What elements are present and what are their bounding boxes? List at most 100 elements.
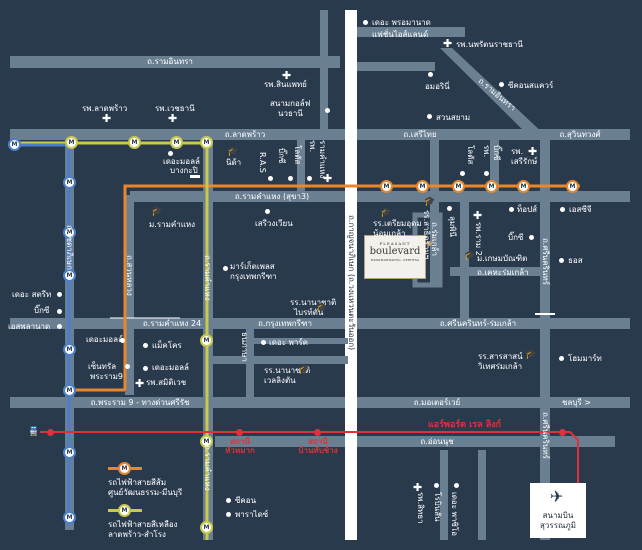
place-label: บิ๊กซี bbox=[34, 306, 50, 315]
station-label: บ้านทับช้าง bbox=[298, 446, 338, 455]
place-label: สนามกอล์ฟ bbox=[270, 99, 311, 108]
dot-icon bbox=[57, 292, 62, 297]
metro-station-icon: M bbox=[452, 180, 465, 193]
airport-line1: สนามบิน bbox=[542, 511, 574, 520]
place-label: พาราไดซ์ bbox=[235, 510, 269, 519]
road-v-4 bbox=[440, 450, 448, 540]
place-label: ไบรท์ตัน bbox=[294, 308, 324, 317]
place-label: กรุงเทพกรีฑา bbox=[230, 272, 277, 281]
dot-icon bbox=[125, 364, 130, 369]
place-label: เดอะ พรอมานาด bbox=[372, 18, 431, 27]
metro-station-icon: M bbox=[200, 136, 213, 149]
metro-station-icon: M bbox=[170, 136, 183, 149]
place-label: อมอรินี่ bbox=[425, 82, 450, 91]
metro-station-icon: M bbox=[200, 521, 213, 534]
road-label-ramintra: ถ.รามอินทรา bbox=[147, 57, 193, 66]
place-label: เดอะมอลล์ bbox=[86, 335, 123, 344]
logo-top: PLEASANT bbox=[379, 241, 411, 246]
dot-icon bbox=[434, 483, 439, 488]
metro-station-icon: M bbox=[63, 343, 76, 356]
place-label: บิ๊กซี bbox=[492, 145, 501, 161]
metro-station-icon: M bbox=[566, 180, 579, 193]
road-label-romklao-v: ถ.ร่มเกล้า bbox=[430, 222, 439, 256]
station-label: สถานี bbox=[308, 437, 328, 446]
school-icon: 🎓 bbox=[298, 365, 310, 375]
road-ramkhamhaeng bbox=[130, 191, 630, 202]
place-label: ม.เกษมบัณฑิต bbox=[477, 254, 528, 263]
school-icon: 🎓 bbox=[380, 208, 392, 218]
metro-station-icon: M bbox=[118, 504, 131, 517]
place-label: เดอะ พาซิโอ bbox=[450, 492, 459, 536]
road-label-krungthepkreetha: ถ.กรุงเทพกรีฑา bbox=[258, 319, 312, 328]
rail-station-icon bbox=[47, 429, 54, 436]
road-v-5 bbox=[478, 450, 486, 540]
airport-line2: สุวรรณภูมิ bbox=[540, 521, 576, 530]
place-label: รร.สาธิตรามฯ bbox=[422, 210, 431, 260]
road-label-rama9: ถ.พระราม 9 - ทางด่วนศรีรัช bbox=[90, 398, 190, 407]
road-label-chonburi: ชลบุรี > bbox=[562, 398, 591, 407]
cross-icon: ✚ bbox=[323, 172, 333, 185]
school-icon: 🎓 bbox=[464, 251, 476, 261]
place-label: รพ.ลาดพร้าว bbox=[82, 104, 128, 113]
school-icon: 🎓 bbox=[525, 350, 537, 360]
road-label-motorway: ถ.มอเตอร์เวย์ bbox=[413, 398, 461, 407]
place-label: รพ. bbox=[308, 140, 317, 153]
metro-station-icon: M bbox=[416, 180, 429, 193]
place-label: R.A.S bbox=[258, 152, 267, 173]
logo-main: boulevard bbox=[369, 246, 421, 257]
place-label: สวนสยาม bbox=[436, 113, 471, 122]
place-label: เดอะมอลล์ bbox=[152, 363, 189, 372]
road-label-ladprao: ถ.ลาดพร้าว bbox=[224, 130, 266, 139]
metro-station-icon: M bbox=[485, 180, 498, 193]
road-label-serithai: ถ.เสรีไทย bbox=[403, 130, 437, 139]
dot-icon bbox=[325, 108, 330, 113]
road-ramintra bbox=[10, 56, 340, 68]
cross-icon: ✚ bbox=[135, 377, 145, 390]
place-label: ธอส bbox=[568, 256, 583, 265]
place-label: รพ.สมิติเวช bbox=[146, 378, 187, 387]
place-label: รพ.เวชธานี bbox=[155, 104, 195, 113]
dot-icon bbox=[509, 207, 514, 212]
metro-station-icon: M bbox=[8, 138, 21, 151]
place-label: เอสซีจี bbox=[569, 205, 592, 214]
dot-icon bbox=[143, 343, 148, 348]
dot-icon bbox=[559, 258, 564, 263]
road-ramintra-v bbox=[430, 130, 439, 285]
road-v-6 bbox=[297, 130, 305, 200]
road-ramkhamhaeng24 bbox=[10, 318, 630, 329]
place-label: บิ๊กซี bbox=[508, 233, 524, 242]
rail-station-icon bbox=[236, 429, 243, 436]
legend-orange-l1: รถไฟฟ้าสายสีส้ม bbox=[108, 478, 167, 487]
place-label: รร.นานาชาติ bbox=[290, 298, 337, 307]
airport-link-label: แอร์พอร์ต เรล ลิงก์ bbox=[428, 420, 502, 430]
school-icon: 🎓 bbox=[151, 207, 163, 217]
place-label: เซ็นทรัล bbox=[88, 362, 117, 371]
place-label: นิด้า bbox=[226, 158, 242, 167]
place-label: รพ. bbox=[482, 145, 491, 158]
dot-icon bbox=[168, 151, 173, 156]
project-pin-icon bbox=[427, 241, 432, 246]
place-label: นวธานี bbox=[278, 109, 303, 118]
place-label: พระราม9 bbox=[90, 372, 124, 381]
airport-rail-link bbox=[40, 431, 579, 495]
dot-icon bbox=[268, 176, 273, 181]
station-label: หัวหมาก bbox=[225, 446, 255, 455]
place-label: รร.สารสาสน์ bbox=[478, 352, 523, 361]
airport-marker: ✈ สนามบิน สุวรรณภูมิ bbox=[530, 483, 586, 538]
school-icon: 🎓 bbox=[227, 147, 239, 157]
dot-icon bbox=[288, 176, 293, 181]
road-krungthep bbox=[250, 338, 348, 344]
dot-icon bbox=[428, 72, 433, 77]
place-label: น้อมเกล้า bbox=[373, 229, 406, 238]
place-label: รพ.สิทธา bbox=[416, 492, 425, 524]
dot-icon bbox=[427, 114, 432, 119]
cross-icon: ✚ bbox=[473, 209, 483, 222]
dot-icon bbox=[559, 356, 564, 361]
metro-station-icon: M bbox=[128, 136, 141, 149]
place-label: รพ.นพรัตนราชธานี bbox=[456, 40, 523, 49]
place-label: บางกะปิ bbox=[170, 166, 198, 175]
dot-icon bbox=[529, 235, 534, 240]
metro-station-icon: M bbox=[63, 269, 76, 282]
place-label: บิ๊กซี bbox=[277, 148, 286, 164]
blue-line bbox=[14, 143, 71, 525]
